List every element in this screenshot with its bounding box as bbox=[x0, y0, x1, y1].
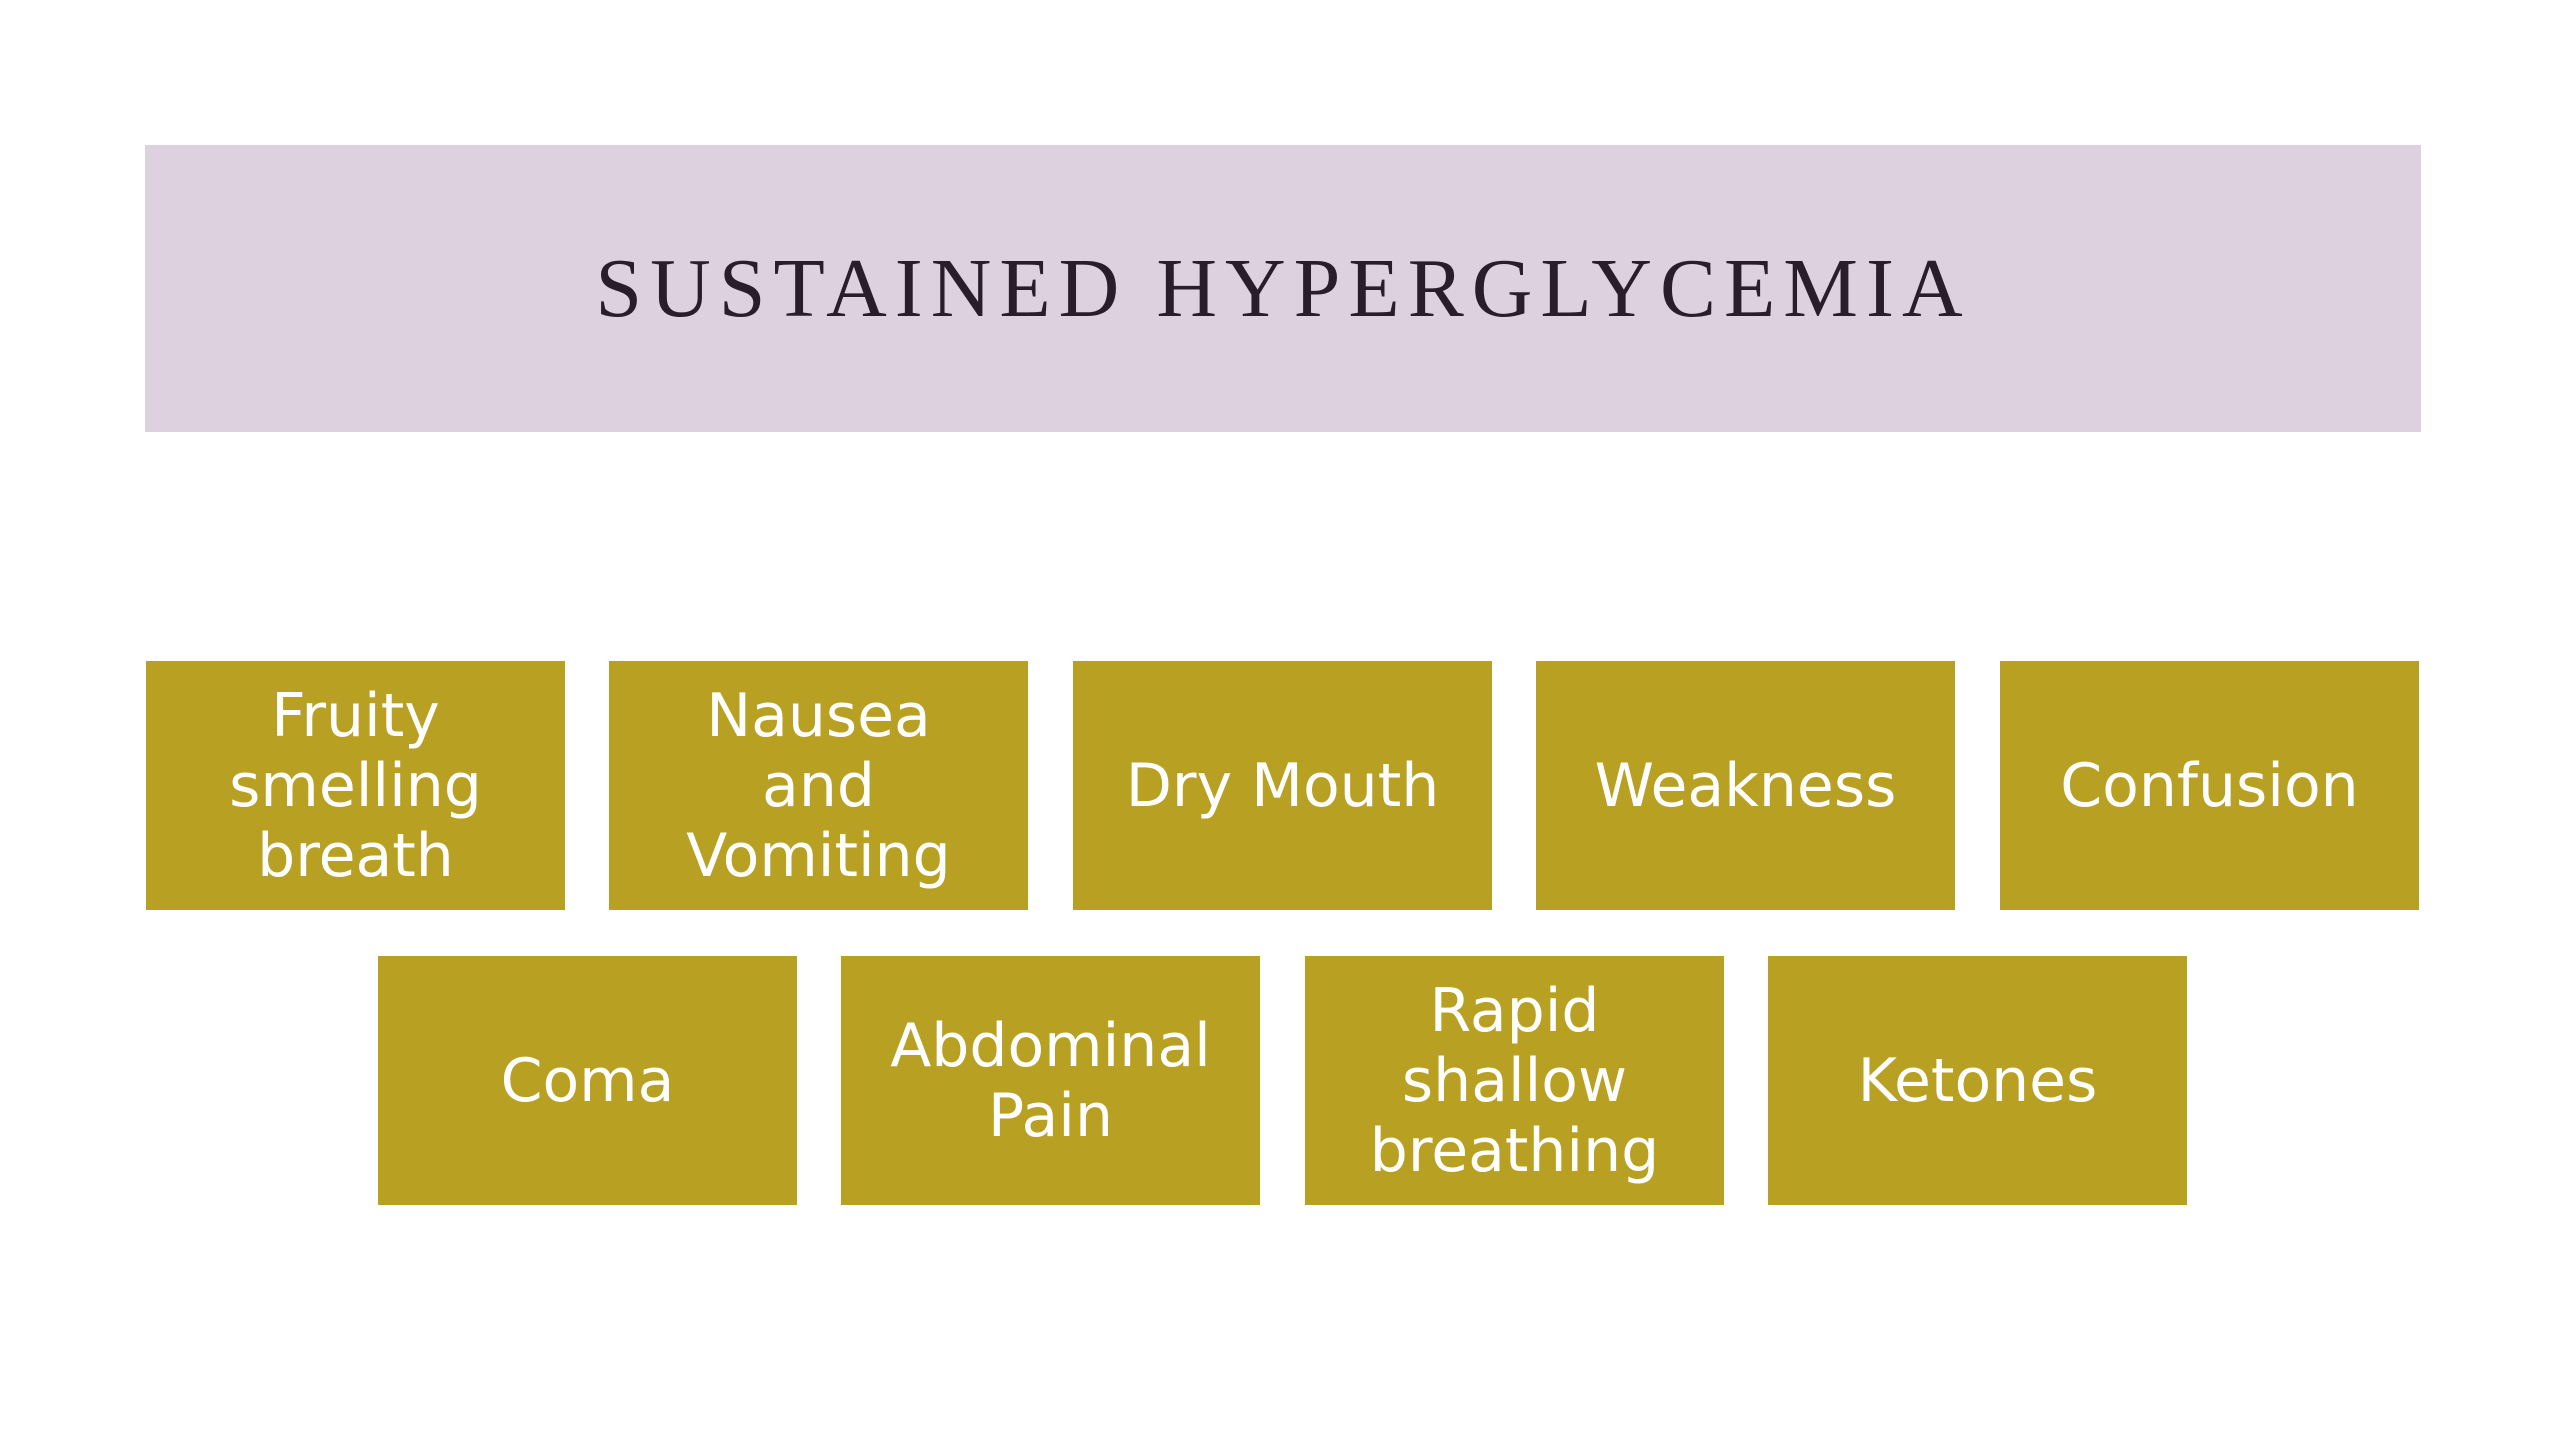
symptom-label: Abdominal Pain bbox=[890, 1010, 1211, 1151]
symptom-label: Rapid shallow breathing bbox=[1369, 975, 1660, 1186]
symptom-box-rapid-shallow-breathing: Rapid shallow breathing bbox=[1305, 956, 1724, 1205]
title-banner: SUSTAINED HYPERGLYCEMIA bbox=[145, 145, 2421, 432]
symptom-label: Coma bbox=[500, 1045, 675, 1116]
symptom-label: Weakness bbox=[1594, 750, 1897, 821]
symptom-box-nausea-vomiting: Nausea and Vomiting bbox=[609, 661, 1028, 910]
symptom-label: Confusion bbox=[2060, 750, 2359, 821]
symptom-label: Nausea and Vomiting bbox=[686, 680, 951, 891]
symptom-box-dry-mouth: Dry Mouth bbox=[1073, 661, 1492, 910]
diagram-title: SUSTAINED HYPERGLYCEMIA bbox=[595, 242, 1971, 335]
symptom-box-weakness: Weakness bbox=[1536, 661, 1955, 910]
symptom-box-coma: Coma bbox=[378, 956, 797, 1205]
symptom-label: Ketones bbox=[1857, 1045, 2098, 1116]
symptom-label: Fruity smelling breath bbox=[229, 680, 482, 891]
symptom-box-ketones: Ketones bbox=[1768, 956, 2187, 1205]
symptom-box-confusion: Confusion bbox=[2000, 661, 2419, 910]
symptom-box-fruity-breath: Fruity smelling breath bbox=[146, 661, 565, 910]
symptom-label: Dry Mouth bbox=[1125, 750, 1440, 821]
symptom-box-abdominal-pain: Abdominal Pain bbox=[841, 956, 1260, 1205]
